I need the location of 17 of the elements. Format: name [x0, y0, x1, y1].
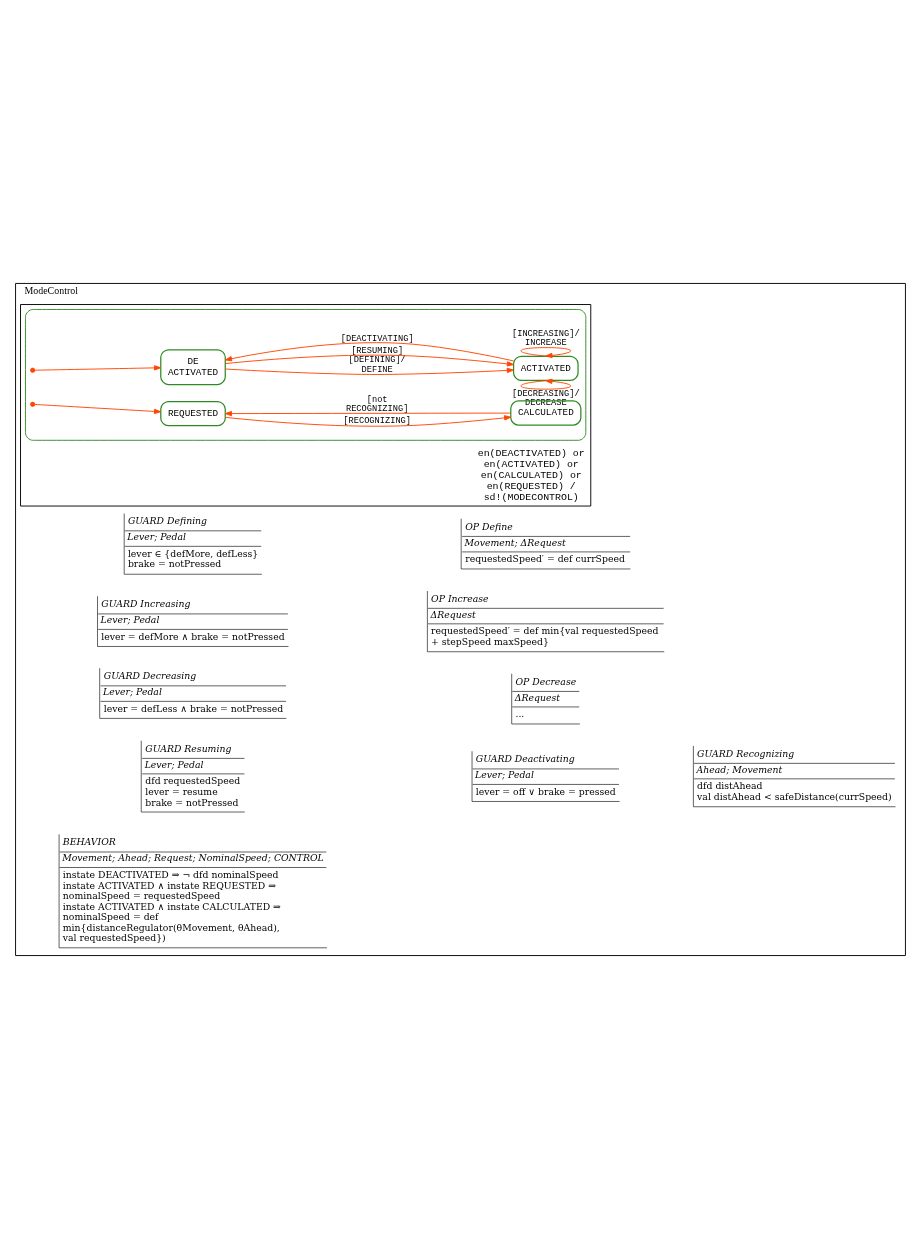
- node-text: GUARD Resuming Lever; Pedal dfd requestedSpeed lever = resume brake = notPressed: [144, 742, 241, 808]
- node-text: GUARD Recognizing Ahead; Movement dfd distAhead val distAhead < safeDistance(currSpeed): [696, 747, 892, 802]
- edge-label: [DEACTIVATING]: [340, 333, 414, 344]
- edge-label: [DEFINING]/ DEFINE: [348, 354, 406, 375]
- edge-label: [RESUMING]: [351, 345, 404, 356]
- node-text: OP Define Movement; ΔRequest requestedSpeed′ = def currSpeed: [464, 520, 625, 564]
- node-text: OP Decrease ΔRequest ...: [514, 675, 577, 719]
- node-text: BEHAVIOR Movement; Ahead; Request; NominalSpeed; CONTROL instate DEACTIVATED ⇒ ¬ dfd nominalSpeed instate ACTIVATED ∧ instate REQUESTED ⇒ nominalSpeed = requestedSpeed instate ACTIVATED ∧ instate CALCULATED ⇒ nominalSpeed = def min{distanceRegulator(θMovement, θAhead), val requestedSpeed}): [62, 835, 324, 943]
- edge-label: [RECOGNIZING]: [343, 415, 411, 426]
- node-text: GUARD Deactivating Lever; Pedal lever = off ∨ brake = pressed: [475, 752, 616, 797]
- node-text: GUARD Decreasing Lever; Pedal lever = defLess ∧ brake = notPressed: [103, 669, 284, 714]
- node-text: GUARD Defining Lever; Pedal lever ∈ {defMore, defLess} brake = notPressed: [127, 514, 259, 569]
- edge-label: [INCREASING]/ INCREASE: [511, 328, 580, 348]
- edge-label: [DECREASING]/ DECREASE: [511, 388, 580, 408]
- node-text: OP Increase ΔRequest requestedSpeed′ = def min{val requestedSpeed + stepSpeed maxSpeed}: [430, 592, 659, 647]
- edge-label: [not RECOGNIZING]: [345, 394, 409, 414]
- node-text: GUARD Increasing Lever; Pedal lever = defMore ∧ brake = notPressed: [100, 597, 285, 642]
